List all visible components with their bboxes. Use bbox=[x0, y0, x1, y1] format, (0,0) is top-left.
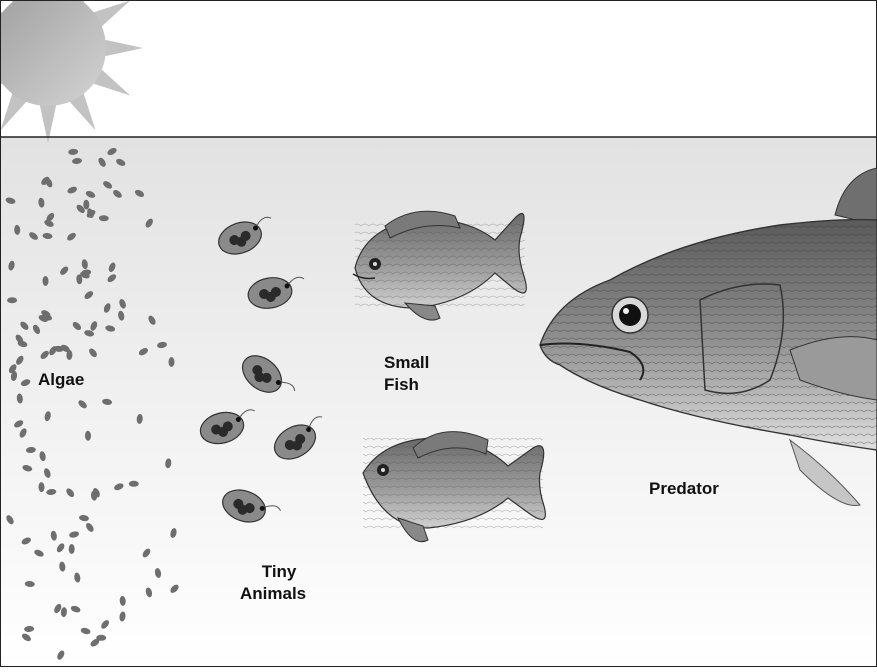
sunfish-icon bbox=[353, 211, 526, 320]
tiny-animals-label-line1: Tiny bbox=[240, 561, 306, 583]
algae-cell bbox=[169, 357, 175, 367]
algae-cell bbox=[69, 544, 75, 554]
small-fish-label-line1: Small bbox=[384, 352, 429, 374]
algae-label: Algae bbox=[38, 369, 84, 391]
tiny-animals-label-line2: Animals bbox=[240, 583, 306, 605]
algae-cell bbox=[7, 297, 17, 303]
small-fish-label-line2: Fish bbox=[384, 374, 429, 396]
sky-area bbox=[0, 0, 877, 137]
predator-label: Predator bbox=[649, 478, 719, 500]
small-fish-label: Small Fish bbox=[384, 352, 429, 396]
sunfish-icon bbox=[363, 432, 545, 542]
tiny-animals-label: Tiny Animals bbox=[240, 561, 306, 605]
